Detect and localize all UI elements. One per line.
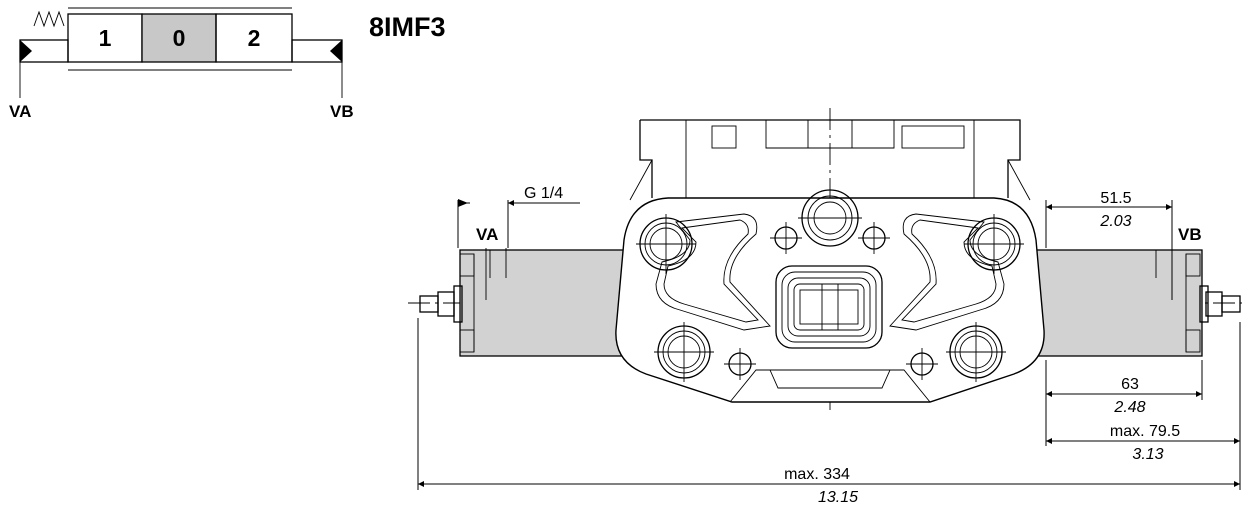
dimension-value-inch: 2.03 [1099,213,1131,230]
position-label-2: 2 [248,25,261,51]
left-cylinder [459,249,631,357]
bolt-hole [858,222,890,254]
dimension-value-mm: max. 334 [784,466,850,483]
position-box-0 [141,13,217,63]
thread-label: G 1/4 [524,185,563,202]
symbol-port-va: VA [9,102,31,121]
drawing-port-vb: VB [1178,225,1202,244]
triangle-left-icon [20,40,32,62]
dimension-value-inch: 13.15 [818,489,858,506]
port-circle [964,214,1024,274]
drawing-port-va: VA [476,225,498,244]
dimension-63: 63 2.48 [1045,360,1203,446]
port-circle [654,322,714,382]
dimension-value-mm: 51.5 [1100,190,1131,207]
valve-body-drawing [408,108,1242,415]
triangle-right-icon [330,40,342,62]
dimension-value-mm: 63 [1121,376,1139,393]
dimension-79-5: max. 79.5 3.13 [1046,322,1241,463]
spring-icon [33,10,65,28]
position-label-1: 1 [99,25,112,51]
port-circle [946,322,1006,382]
position-box-2 [215,13,293,63]
dimension-value-mm: max. 79.5 [1110,423,1180,440]
dimension-334: max. 334 13.15 [417,318,1241,506]
symbol-port-vb: VB [330,102,354,121]
port-circle [636,214,696,274]
right-cylinder [1033,249,1203,357]
model-title: 8IMF3 [369,12,446,42]
bolt-hole [770,222,802,254]
dimension-thread: G 1/4 [457,185,580,248]
dimension-51-5: 51.5 2.03 [1045,190,1173,300]
bolt-hole [724,348,756,380]
port-circle [798,189,862,247]
dimension-value-inch: 2.48 [1113,399,1145,416]
bolt-hole [906,348,938,380]
position-label-0: 0 [173,25,186,51]
valve-symbol: 1 0 2 VA VB [9,7,354,121]
dimension-value-inch: 3.13 [1132,446,1163,463]
